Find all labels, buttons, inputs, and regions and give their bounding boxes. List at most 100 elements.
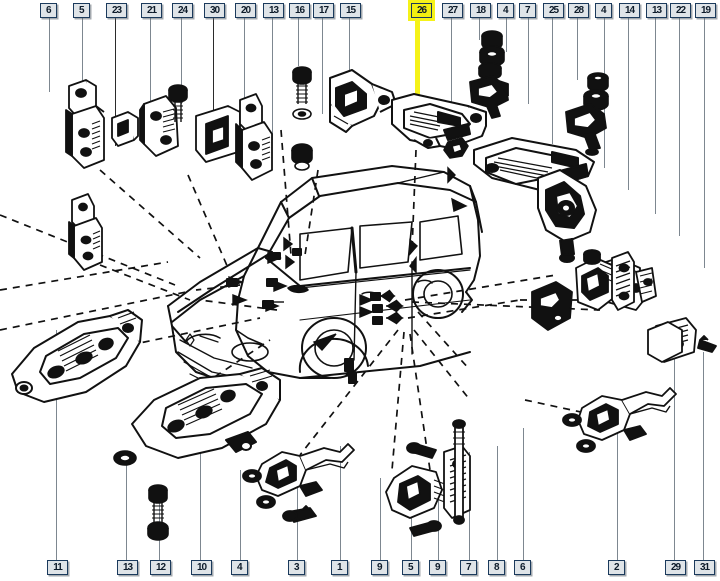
mount-point-marks: [226, 248, 383, 384]
callout-1[interactable]: 1: [331, 560, 348, 575]
leader-line-1-6: [340, 446, 341, 560]
callout-27[interactable]: 27: [442, 3, 463, 18]
leader-line-27-12: [451, 18, 452, 136]
callout-5[interactable]: 5: [73, 3, 90, 18]
leader-line-29-14: [674, 352, 675, 560]
leader-line-6-0: [49, 18, 50, 92]
callout-26-highlighted[interactable]: 26: [411, 3, 432, 18]
callout-4[interactable]: 4: [497, 3, 514, 18]
leader-line-14-19: [628, 18, 629, 190]
leader-line-22-21: [679, 18, 680, 236]
leader-line-4-14: [506, 18, 507, 52]
leader-line-2-13: [617, 432, 618, 560]
part-bonnet-hinge-bracket-highlighted: [391, 93, 487, 149]
callout-9[interactable]: 9: [429, 560, 446, 575]
part-rubber-buffer-stack: [478, 30, 505, 80]
callout-6[interactable]: 6: [40, 3, 57, 18]
callout-17[interactable]: 17: [313, 3, 334, 18]
callout-21[interactable]: 21: [141, 3, 162, 18]
part-door-hinge-lower-left: [68, 193, 103, 271]
callout-13[interactable]: 13: [263, 3, 284, 18]
part-hinge-plate: [139, 95, 179, 157]
part-hinge-bracket-mid-right: [565, 103, 607, 156]
leader-line-23-2: [115, 18, 116, 146]
callout-10[interactable]: 10: [191, 560, 212, 575]
callout-6[interactable]: 6: [514, 560, 531, 575]
part-front-door-check-strap: [242, 443, 355, 523]
leader-line-20-6: [244, 18, 245, 108]
callout-20[interactable]: 20: [235, 3, 256, 18]
leader-line-9-7: [380, 478, 381, 560]
leader-line-25-16: [552, 18, 553, 144]
callout-12[interactable]: 12: [150, 560, 171, 575]
callout-2[interactable]: 2: [608, 560, 625, 575]
leader-line-7-15: [528, 18, 529, 104]
leader-line-11-0: [56, 330, 57, 560]
leader-line-17-9: [322, 18, 323, 114]
part-hinge-clip: [443, 137, 469, 159]
part-door-hinge-pair: [235, 93, 273, 181]
leader-line-18-13: [479, 18, 480, 40]
leader-line-31-15: [703, 352, 704, 560]
callout-11[interactable]: 11: [47, 560, 68, 575]
vehicle-illustration: [167, 165, 483, 395]
part-hinge-bracket-pin-upper: [469, 75, 509, 119]
mount-point-arrows: [228, 166, 468, 382]
leader-line-4-18: [604, 18, 605, 168]
leader-line-12-2: [159, 492, 160, 560]
callout-3[interactable]: 3: [288, 560, 305, 575]
leader-line-16-8: [298, 18, 299, 66]
leader-line-6-12: [523, 428, 524, 560]
callout-4[interactable]: 4: [595, 3, 612, 18]
leader-line-26-11: [415, 18, 420, 106]
part-hinge-cover-cap: [531, 281, 573, 331]
callout-18[interactable]: 18: [470, 3, 491, 18]
leader-line-5-1: [82, 18, 83, 100]
leader-line-4-4: [240, 470, 241, 560]
callout-8[interactable]: 8: [488, 560, 505, 575]
callout-22[interactable]: 22: [670, 3, 691, 18]
part-mid-right-hinge-cluster: [575, 249, 683, 363]
callout-14[interactable]: 14: [619, 3, 640, 18]
part-hex-flange-bolt: [168, 84, 188, 122]
leader-line-19-22: [704, 18, 705, 268]
part-right-block-screw: [653, 317, 717, 363]
callout-23[interactable]: 23: [106, 3, 127, 18]
leader-line-3-5: [297, 462, 298, 560]
part-rear-door-hinge-assembly: [562, 387, 677, 453]
callout-7[interactable]: 7: [460, 560, 477, 575]
leader-line-30-5: [213, 18, 214, 130]
callout-16[interactable]: 16: [289, 3, 310, 18]
callout-9[interactable]: 9: [371, 560, 388, 575]
callout-7[interactable]: 7: [519, 3, 536, 18]
callout-25[interactable]: 25: [543, 3, 564, 18]
leader-line-5-8: [411, 516, 412, 560]
callout-31[interactable]: 31: [694, 560, 715, 575]
callout-13[interactable]: 13: [646, 3, 667, 18]
callout-28[interactable]: 28: [568, 3, 589, 18]
part-bonnet-hinge-left: [11, 309, 143, 403]
callout-4[interactable]: 4: [231, 560, 248, 575]
part-lower-right-hinge-bracket: [537, 169, 597, 263]
part-tailgate-hinge: [473, 137, 595, 191]
callout-15[interactable]: 15: [340, 3, 361, 18]
leader-line-10-3: [200, 416, 201, 560]
part-bonnet-hinge-bracket-left: [329, 69, 397, 133]
callout-24[interactable]: 24: [172, 3, 193, 18]
part-bolt-washer-column: [291, 66, 313, 171]
callout-29[interactable]: 29: [665, 560, 686, 575]
part-door-hinge-upper-left: [65, 79, 105, 169]
leader-line-28-17: [577, 18, 578, 80]
callout-5[interactable]: 5: [402, 560, 419, 575]
leader-line-7-10: [469, 452, 470, 560]
leader-line-13-7: [272, 18, 273, 140]
callout-19[interactable]: 19: [695, 3, 716, 18]
callout-13[interactable]: 13: [117, 560, 138, 575]
part-bonnet-hinge-right: [131, 367, 281, 459]
callout-30[interactable]: 30: [204, 3, 225, 18]
leader-line-15-10: [349, 18, 350, 84]
part-striker-block: [195, 105, 241, 163]
